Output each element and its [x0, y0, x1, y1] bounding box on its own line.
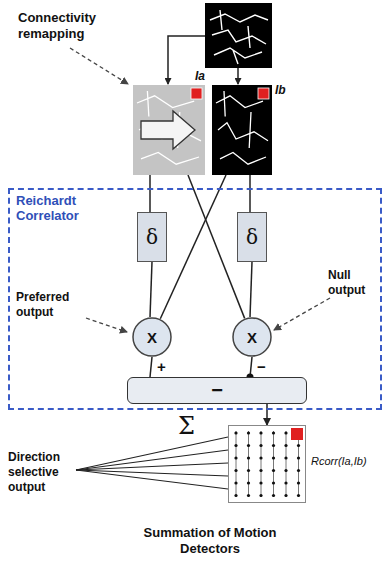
grid-dot [247, 469, 250, 472]
grid-dot [234, 494, 237, 497]
grid-dot [272, 456, 275, 459]
grid-line [286, 431, 287, 497]
multiplier-circle: X [232, 317, 272, 357]
input-image: Ib [212, 85, 272, 175]
node-text: Ib [275, 83, 286, 97]
annotation-label: Preferred output [16, 290, 86, 320]
grid-dot [297, 444, 300, 447]
input-image: Ia [133, 85, 205, 175]
annotation-label: Summation of Motion Detectors [135, 525, 285, 557]
annotation-label: Connectivity remapping [18, 10, 113, 42]
signal-wire [150, 262, 152, 317]
leader-arrow [86, 318, 127, 332]
image-picture [212, 85, 272, 175]
grid-dot [272, 469, 275, 472]
grid-dot [234, 444, 237, 447]
source-image [205, 3, 272, 68]
node-text: X [132, 317, 172, 357]
signal-wire [150, 357, 152, 377]
motion-arrow [141, 111, 195, 149]
grid-border [229, 426, 306, 503]
grid-line [298, 431, 299, 497]
summation-fan [76, 437, 228, 489]
grid-dot [284, 469, 287, 472]
signal-wire [266, 404, 268, 425]
sign-label: − [257, 359, 266, 375]
node-text: δ [238, 213, 266, 261]
grid-dot [247, 431, 250, 434]
grid-dot [284, 456, 287, 459]
grid-dot [234, 469, 237, 472]
grid-picture [228, 425, 306, 503]
node-text: Rcorr(Ia,Ib) [311, 455, 367, 467]
node-text: δ [138, 213, 166, 261]
subtraction-box: − [127, 377, 307, 404]
image-ground [212, 85, 272, 175]
grid-dot [297, 456, 300, 459]
grid-dot [234, 481, 237, 484]
annotation-label: Direction selective output [8, 450, 74, 495]
grid-dot [259, 481, 262, 484]
grid-dot [247, 494, 250, 497]
grid-dot [247, 456, 250, 459]
texture-lines [137, 91, 201, 164]
grid-line [248, 431, 249, 497]
grid-dot [247, 481, 250, 484]
grid-dot [272, 431, 275, 434]
input-wire [237, 68, 239, 84]
node-text: X [232, 317, 272, 357]
grid-dot [297, 469, 300, 472]
grid-dot [259, 444, 262, 447]
node-text: − [128, 378, 306, 403]
receptor-marker [191, 88, 202, 99]
grid-dot [284, 431, 287, 434]
circle-shape [233, 318, 271, 356]
signal-wire [149, 175, 151, 212]
input-wire [168, 36, 205, 84]
circle-shape [133, 318, 171, 356]
grid-dot [247, 444, 250, 447]
image-ground [133, 85, 205, 175]
grid-dot [297, 494, 300, 497]
detector-grid: Rcorr(Ia,Ib) [228, 425, 306, 503]
grid-dot [259, 494, 262, 497]
multiplier-circle: X [132, 317, 172, 357]
sum-symbol: Σ [178, 412, 202, 441]
signal-wire [249, 175, 251, 212]
delay-box: δ [137, 212, 167, 262]
texture-lines [216, 91, 268, 164]
signal-wire [160, 175, 226, 319]
annotation-label: Null output [328, 268, 378, 298]
grid-dot [259, 456, 262, 459]
grid-line [236, 431, 237, 497]
grid-dot [272, 494, 275, 497]
grid-dot [234, 431, 237, 434]
node-text: Ia [195, 69, 205, 83]
receptor-marker [291, 428, 303, 440]
leader-arrow [70, 48, 128, 84]
grid-dot [297, 481, 300, 484]
sign-label: + [157, 359, 166, 375]
receptor-marker [258, 88, 269, 99]
grid-dot [272, 481, 275, 484]
grid-dot [234, 456, 237, 459]
grid-dot [259, 431, 262, 434]
signal-wire [250, 262, 252, 317]
grid-dot [259, 469, 262, 472]
delay-box: δ [237, 212, 267, 262]
grid-dot [284, 481, 287, 484]
leader-arrow [274, 298, 330, 330]
grid-dot [284, 494, 287, 497]
grid-dot [272, 444, 275, 447]
grid-line [261, 431, 262, 497]
image-picture [133, 85, 205, 175]
node-text: Reichardt Correlator [16, 193, 98, 223]
grid-dot [284, 444, 287, 447]
grid-line [273, 431, 274, 497]
